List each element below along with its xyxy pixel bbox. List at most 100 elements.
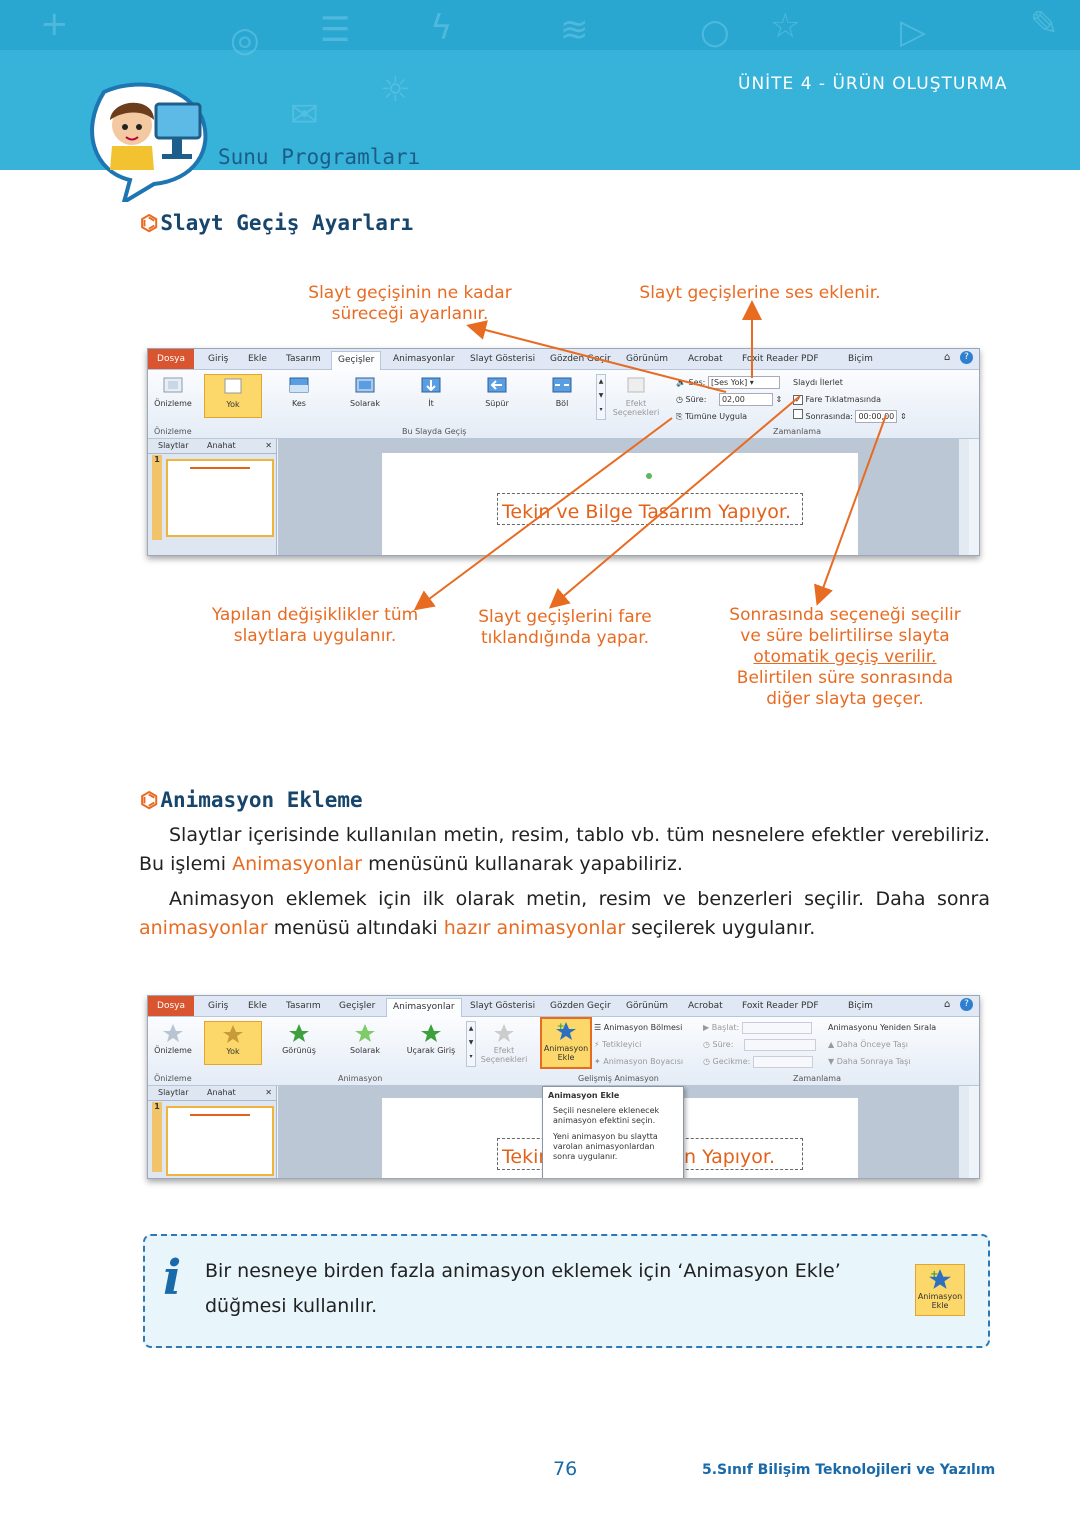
slide-title-text[interactable]: Tekin ve Bilge Tasarım Yapıyor. <box>502 501 792 523</box>
transition-cut-button[interactable]: Kes <box>271 374 327 416</box>
slide-canvas[interactable]: Tekin ve Bilge Tasarım Yapıyor. <box>382 453 858 555</box>
close-pane-icon[interactable]: ✕ <box>265 441 272 450</box>
preview-icon <box>163 377 183 393</box>
tab-dosya[interactable]: Dosya <box>148 349 194 369</box>
after-checkbox[interactable] <box>793 409 803 419</box>
vertical-scrollbar[interactable] <box>959 439 969 555</box>
tab-animasyonlar[interactable]: Animasyonlar <box>386 998 462 1017</box>
help-icon[interactable]: ? <box>960 998 973 1011</box>
transition-none-button[interactable]: Yok <box>204 374 262 418</box>
gallery-scroll[interactable]: ▲▼▾ <box>466 1021 476 1067</box>
minimize-ribbon-icon[interactable]: ⌂ <box>944 999 951 1010</box>
transition-split-button[interactable]: Böl <box>534 374 590 416</box>
pencil-doodle-icon: ✎ <box>1030 4 1059 44</box>
ribbon-tabs: Dosya Giriş Ekle Tasarım Geçişler Animas… <box>148 996 979 1017</box>
close-pane-icon[interactable]: ✕ <box>265 1088 272 1097</box>
tab-ekle[interactable]: Ekle <box>248 1001 267 1011</box>
move-earlier-button[interactable]: Daha Önceye Taşı <box>836 1040 909 1049</box>
delay-input[interactable] <box>752 1055 813 1068</box>
preview-button[interactable]: Önizleme <box>150 374 196 416</box>
highlight-text: animasyonlar <box>139 917 268 939</box>
slide-thumbnail[interactable] <box>166 459 274 537</box>
tab-gorunum[interactable]: Görünüm <box>626 1001 669 1011</box>
duration-label: Süre: <box>685 395 707 404</box>
transition-label: Yok <box>226 400 240 409</box>
tab-animasyonlar[interactable]: Animasyonlar <box>393 354 455 364</box>
callout-after-line: Belirtilen süre sonrasında <box>736 668 954 688</box>
tab-anahat[interactable]: Anahat <box>207 441 236 450</box>
sound-select[interactable]: [Ses Yok] ▾ <box>707 376 780 389</box>
tab-slaytlar[interactable]: Slaytlar <box>158 1088 189 1097</box>
move-later-button[interactable]: Daha Sonraya Taşı <box>836 1057 911 1066</box>
callout-after-line: diğer slayta geçer. <box>766 689 924 709</box>
duration-spinner[interactable]: ⇕ <box>775 395 783 404</box>
tab-tasarim[interactable]: Tasarım <box>286 354 321 364</box>
transition-push-button[interactable]: İt <box>403 374 459 416</box>
info-text: Bir nesneye birden fazla animasyon eklem… <box>205 1260 841 1317</box>
preview-button[interactable]: Önizleme <box>150 1021 196 1063</box>
animation-none-button[interactable]: Yok <box>204 1021 262 1065</box>
duration-label: Süre: <box>712 1040 734 1049</box>
on-click-checkbox[interactable]: ✓ <box>793 395 803 405</box>
duration-input[interactable]: 02,00 <box>718 393 773 406</box>
tab-gozden-gecir[interactable]: Gözden Geçir <box>550 1001 611 1011</box>
chapter-title: Sunu Programları <box>218 145 421 169</box>
info-box: i Bir nesneye birden fazla animasyon ekl… <box>143 1234 990 1348</box>
tab-anahat[interactable]: Anahat <box>207 1088 236 1097</box>
animation-painter-button[interactable]: Animasyon Boyacısı <box>603 1057 684 1066</box>
add-animation-button[interactable]: + Animasyon Ekle <box>540 1017 592 1069</box>
gallery-scroll[interactable]: ▲▼▾ <box>596 374 606 420</box>
header-banner: + ◎ ☰ ϟ ≋ ○ ☆ ▷ ✎ ☼ ✉ ÜNİTE 4 - ÜRÜN OLU… <box>0 0 1080 170</box>
animation-fly-in-button[interactable]: Uçarak Giriş <box>403 1021 459 1063</box>
preview-group-label: Önizleme <box>154 427 192 436</box>
tab-gozden-gecir[interactable]: Gözden Geçir <box>550 354 611 364</box>
slide-title-left-text[interactable]: Tekin <box>502 1146 551 1168</box>
transition-wipe-button[interactable]: Süpür <box>469 374 525 416</box>
apply-all-button[interactable]: Tümüne Uygula <box>684 412 748 421</box>
effect-options-button[interactable]: Efekt Seçenekleri <box>608 374 664 417</box>
help-icon[interactable]: ? <box>960 351 973 364</box>
plus-doodle-icon: + <box>40 4 69 44</box>
duration-input[interactable] <box>743 1038 816 1051</box>
advanced-group-label: Gelişmiş Animasyon <box>578 1074 659 1083</box>
tab-slayt-gosterisi[interactable]: Slayt Gösterisi <box>470 1001 536 1011</box>
animation-pane-button[interactable]: Animasyon Bölmesi <box>603 1023 683 1032</box>
animation-fade-button[interactable]: Solarak <box>337 1021 393 1063</box>
timing-group-label: Zamanlama <box>773 427 821 436</box>
tab-bicim[interactable]: Biçim <box>848 354 873 364</box>
slide-title-right-text[interactable]: n Yapıyor. <box>684 1146 776 1168</box>
start-label: Başlat: <box>711 1023 740 1032</box>
callout-apply-all: Yapılan değişiklikler tüm slaytlara uygu… <box>211 605 419 646</box>
vertical-scrollbar[interactable] <box>959 1086 969 1178</box>
tab-gecisler[interactable]: Geçişler <box>331 351 382 370</box>
tab-ekle[interactable]: Ekle <box>248 354 267 364</box>
tab-foxit[interactable]: Foxit Reader PDF <box>742 1001 819 1011</box>
title-placeholder[interactable] <box>497 493 803 525</box>
rotate-handle[interactable] <box>646 473 652 479</box>
minimize-ribbon-icon[interactable]: ⌂ <box>944 352 951 363</box>
tab-acrobat[interactable]: Acrobat <box>688 1001 723 1011</box>
tab-gorunum[interactable]: Görünüm <box>626 354 669 364</box>
effect-options-button[interactable]: Efekt Seçenekleri <box>476 1021 532 1064</box>
tab-bicim[interactable]: Biçim <box>848 1001 873 1011</box>
start-select[interactable] <box>741 1021 812 1034</box>
transition-fade-button[interactable]: Solarak <box>337 374 393 416</box>
tooltip-line: Yeni animasyon bu slaytta varolan animas… <box>553 1132 658 1161</box>
tab-slayt-gosterisi[interactable]: Slayt Gösterisi <box>470 354 536 364</box>
tab-giris[interactable]: Giriş <box>208 1001 229 1011</box>
tab-tasarim[interactable]: Tasarım <box>286 1001 321 1011</box>
slide-thumbnail[interactable] <box>166 1106 274 1176</box>
after-input[interactable]: 00:00,00 <box>855 410 898 423</box>
highlight-text: hazır animasyonlar <box>443 917 626 939</box>
tab-gecisler[interactable]: Geçişler <box>339 1001 376 1011</box>
tab-acrobat[interactable]: Acrobat <box>688 354 723 364</box>
trigger-button[interactable]: Tetikleyici <box>602 1040 642 1049</box>
paragraph-text: seçilerek uygulanır. <box>625 917 816 939</box>
tab-slaytlar[interactable]: Slaytlar <box>158 441 189 450</box>
on-click-label: Fare Tıklatmasında <box>805 395 882 404</box>
tab-dosya[interactable]: Dosya <box>148 996 194 1016</box>
after-spinner[interactable]: ⇕ <box>900 412 907 421</box>
tab-giris[interactable]: Giriş <box>208 354 229 364</box>
animation-appear-button[interactable]: Görünüş <box>271 1021 327 1063</box>
tab-foxit[interactable]: Foxit Reader PDF <box>742 354 819 364</box>
